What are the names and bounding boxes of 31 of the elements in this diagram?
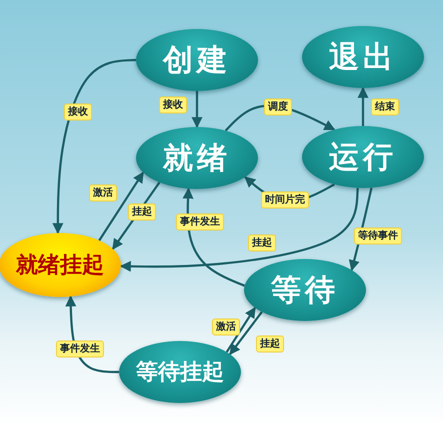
edge-label: 结束 xyxy=(371,98,399,116)
edge-label: 时间片完 xyxy=(261,192,309,208)
edge-label: 激活 xyxy=(89,184,117,202)
edge-label: 调度 xyxy=(264,98,292,116)
edge-label: 激活 xyxy=(212,318,240,336)
edge-label: 挂起 xyxy=(248,234,276,252)
edge-label: 等待事件 xyxy=(354,228,402,244)
state-label: 就绪挂起 xyxy=(16,252,104,280)
edge-label: 接收 xyxy=(159,96,187,114)
edge-label: 挂起 xyxy=(256,336,284,352)
arrow xyxy=(120,188,359,272)
edge-label: 接收 xyxy=(64,104,92,120)
state-label: 退出 xyxy=(329,38,397,76)
highlighted-state-ellipse xyxy=(0,233,121,297)
state-ellipse xyxy=(119,341,241,403)
state-ellipse xyxy=(136,127,258,189)
arrow xyxy=(229,311,263,356)
state-label: 运行 xyxy=(329,138,397,176)
state-label: 等待挂起 xyxy=(136,359,224,387)
state-label: 等待 xyxy=(271,272,339,310)
arrow xyxy=(98,172,144,242)
arrow xyxy=(358,86,368,126)
arrow xyxy=(226,306,256,353)
arrow xyxy=(192,91,202,128)
arrow xyxy=(52,58,136,234)
state-label: 创建 xyxy=(163,42,231,80)
state-label: 就绪 xyxy=(163,140,231,178)
state-ellipse xyxy=(244,259,366,321)
edge-label: 挂起 xyxy=(128,204,156,220)
edge-label: 事件发生 xyxy=(176,214,224,230)
edge-label: 事件发生 xyxy=(56,340,104,358)
